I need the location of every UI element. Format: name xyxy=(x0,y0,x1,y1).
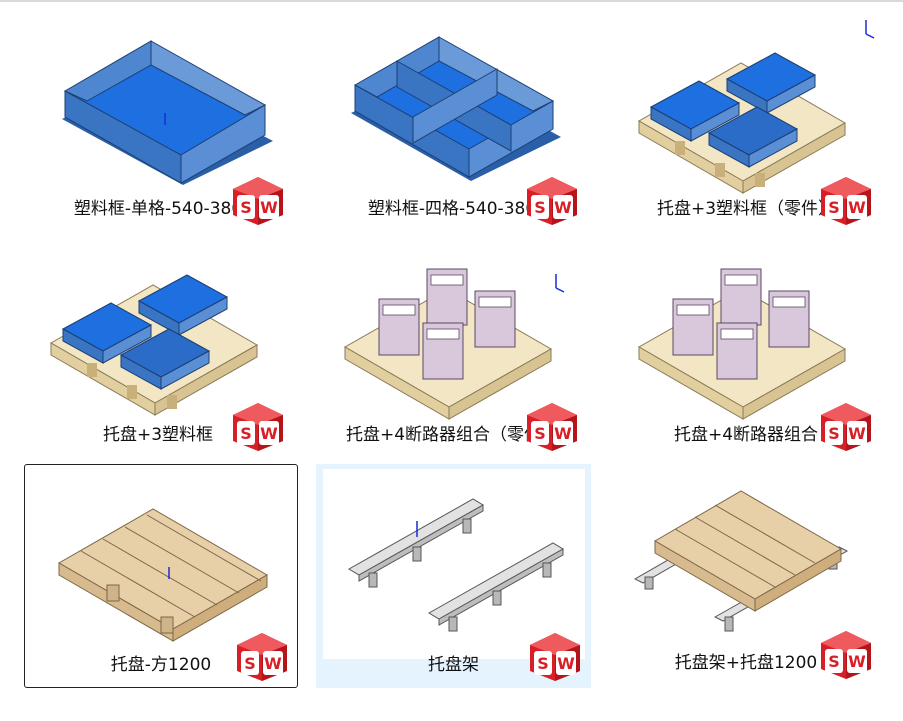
svg-text:W: W xyxy=(260,424,278,443)
file-name: 托盘+4断路器组合 xyxy=(673,425,819,445)
thumbnail xyxy=(27,13,289,203)
file-item-pallet-square-1200[interactable]: 托盘-方1200 S W xyxy=(24,464,298,688)
svg-text:S: S xyxy=(534,198,546,217)
thumbnail xyxy=(27,239,289,429)
solidworks-icon: S W xyxy=(530,633,580,681)
file-name: 托盘+3塑料框（零件） xyxy=(656,199,836,219)
svg-text:W: W xyxy=(554,424,572,443)
file-item-pallet-4-breakers[interactable]: 托盘+4断路器组合 S W xyxy=(610,236,882,458)
thumbnail xyxy=(615,239,877,429)
file-item-pallet-rack-with-pallet[interactable]: 托盘架+托盘1200 S W xyxy=(610,464,882,686)
solidworks-icon: S W xyxy=(527,403,577,451)
svg-text:S: S xyxy=(244,654,256,673)
solidworks-icon: S W xyxy=(821,631,871,679)
solidworks-icon: S W xyxy=(821,177,871,225)
svg-text:W: W xyxy=(848,424,866,443)
thumbnail xyxy=(321,13,583,203)
pallet-breakers-icon xyxy=(637,268,847,420)
pallet-rack-icon xyxy=(348,498,564,632)
svg-text:S: S xyxy=(828,198,840,217)
plastic-box-four-icon xyxy=(351,36,561,181)
svg-text:W: W xyxy=(848,652,866,671)
svg-text:S: S xyxy=(534,424,546,443)
file-item-plastic-box-single[interactable]: 塑料框-单格-540-380 S W xyxy=(22,10,294,232)
pallet-breakers-icon xyxy=(343,268,553,420)
svg-text:S: S xyxy=(828,652,840,671)
solidworks-icon: S W xyxy=(821,403,871,451)
file-name: 塑料框-四格-540-380 xyxy=(367,199,537,219)
solidworks-icon: S W xyxy=(233,177,283,225)
svg-text:S: S xyxy=(537,654,549,673)
svg-text:S: S xyxy=(240,424,252,443)
file-name: 托盘+3塑料框 xyxy=(102,425,214,445)
file-item-plastic-box-four[interactable]: 塑料框-四格-540-380 S W xyxy=(316,10,588,232)
pallet-on-rack-icon xyxy=(633,490,849,632)
thumbnail xyxy=(615,13,877,203)
thumbnail xyxy=(615,467,877,657)
svg-text:W: W xyxy=(554,198,572,217)
file-name: 托盘架+托盘1200 xyxy=(674,653,818,673)
thumbnail xyxy=(323,469,585,659)
thumbnail xyxy=(29,467,291,657)
svg-text:S: S xyxy=(828,424,840,443)
file-name: 托盘+4断路器组合（零件） xyxy=(345,425,559,445)
file-item-pallet-4-breakers-parts[interactable]: 托盘+4断路器组合（零件） S W xyxy=(316,236,588,458)
file-name: 托盘-方1200 xyxy=(110,655,212,675)
thumbnail xyxy=(321,239,583,429)
file-item-pallet-3-boxes-parts[interactable]: 托盘+3塑料框（零件） S W xyxy=(610,10,882,232)
pallet-icon xyxy=(57,508,269,642)
svg-text:W: W xyxy=(264,654,282,673)
solidworks-icon: S W xyxy=(527,177,577,225)
pallet-boxes-icon xyxy=(49,274,259,416)
top-border xyxy=(0,0,903,2)
file-item-pallet-3-boxes[interactable]: 托盘+3塑料框 S W xyxy=(22,236,294,458)
svg-text:W: W xyxy=(848,198,866,217)
file-name: 托盘架 xyxy=(428,655,479,675)
solidworks-icon: S W xyxy=(233,403,283,451)
file-name: 塑料框-单格-540-380 xyxy=(73,199,243,219)
coordinate-axis-icon xyxy=(555,274,565,293)
svg-text:S: S xyxy=(240,198,252,217)
file-item-pallet-rack[interactable]: 托盘架 S W xyxy=(316,464,591,688)
svg-text:W: W xyxy=(557,654,575,673)
svg-text:W: W xyxy=(260,198,278,217)
pallet-boxes-icon xyxy=(637,52,847,194)
plastic-box-single-icon xyxy=(62,40,273,185)
solidworks-icon: S W xyxy=(237,633,287,681)
coordinate-axis-icon xyxy=(865,20,875,39)
